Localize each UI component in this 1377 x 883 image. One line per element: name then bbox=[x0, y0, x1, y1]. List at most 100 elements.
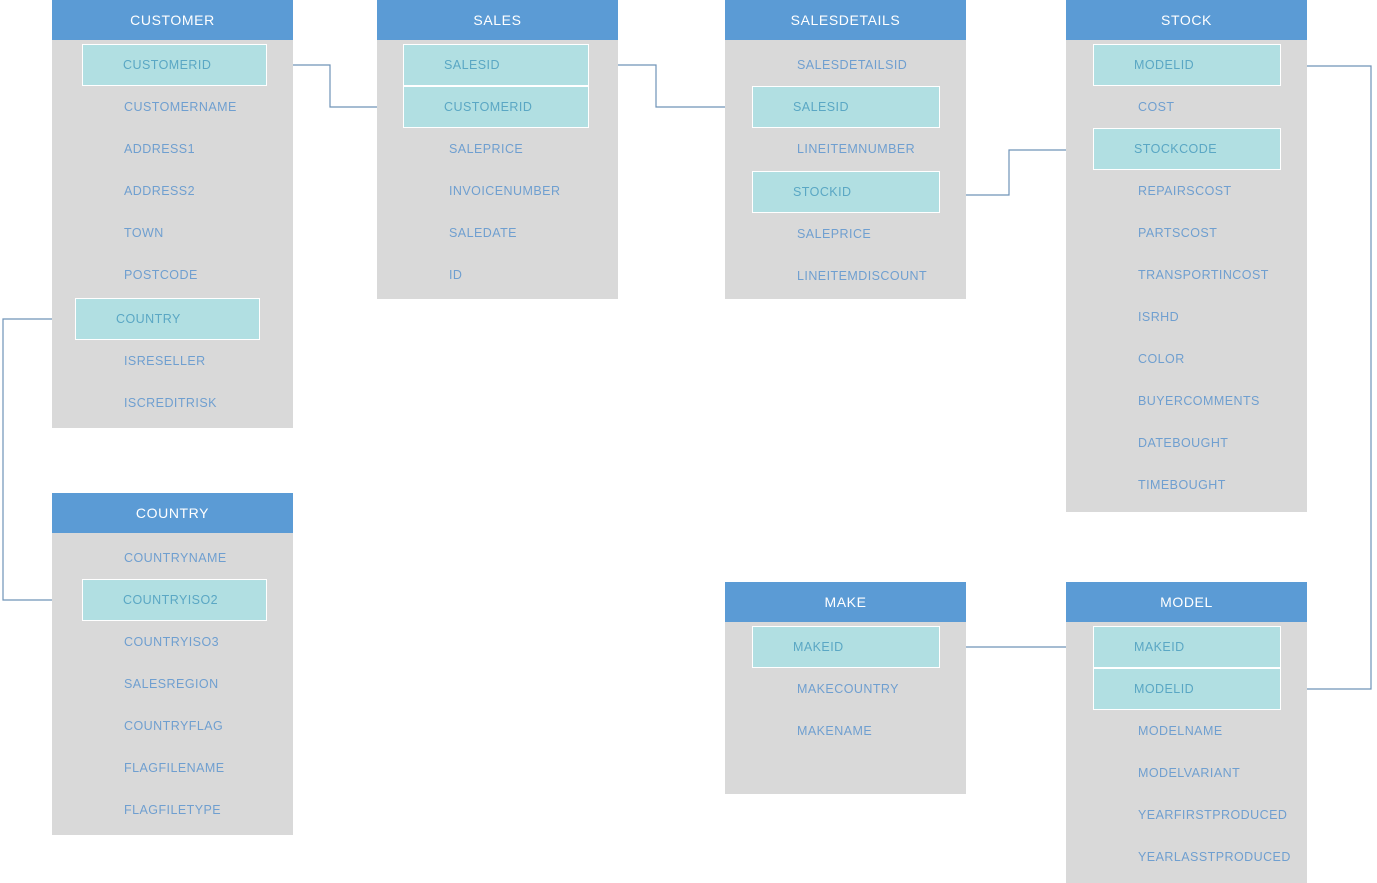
field-row[interactable]: YEARLASSTPRODUCED bbox=[1066, 836, 1307, 878]
field-row[interactable]: SALEPRICE bbox=[377, 128, 618, 170]
field-label: TRANSPORTINCOST bbox=[1138, 268, 1269, 282]
field-row[interactable]: COST bbox=[1066, 86, 1307, 128]
field-row[interactable]: SALESREGION bbox=[52, 663, 293, 705]
field-row[interactable]: TRANSPORTINCOST bbox=[1066, 254, 1307, 296]
field-row[interactable]: MODELNAME bbox=[1066, 710, 1307, 752]
field-label: PARTSCOST bbox=[1138, 226, 1218, 240]
field-row[interactable]: TOWN bbox=[52, 212, 293, 254]
entity-table-salesdetails[interactable]: SALESDETAILS SALESDETAILSID SALESID LINEITE… bbox=[725, 0, 966, 299]
key-field-row[interactable]: CUSTOMERID bbox=[403, 86, 589, 128]
field-row[interactable]: BUYERCOMMENTS bbox=[1066, 380, 1307, 422]
field-row[interactable]: ISRESELLER bbox=[52, 340, 293, 382]
field-row[interactable]: COLOR bbox=[1066, 338, 1307, 380]
field-label: ISCREDITRISK bbox=[124, 396, 217, 410]
field-label: SALEDATE bbox=[449, 226, 517, 240]
field-label: COST bbox=[1138, 100, 1175, 114]
key-field-row[interactable]: MODELID bbox=[1093, 44, 1281, 86]
entity-title: SALES bbox=[473, 12, 522, 28]
key-field-row[interactable]: MAKEID bbox=[1093, 626, 1281, 668]
key-field-row[interactable]: STOCKCODE bbox=[1093, 128, 1281, 170]
entity-body-salesdetails: SALESDETAILSID SALESID LINEITEMNUMBER STOCK… bbox=[725, 40, 966, 299]
field-label: SALEPRICE bbox=[797, 227, 872, 241]
field-label: TIMEBOUGHT bbox=[1138, 478, 1226, 492]
entity-header-salesdetails: SALESDETAILS bbox=[725, 0, 966, 40]
field-label: CUSTOMERID bbox=[444, 100, 533, 114]
field-label: COLOR bbox=[1138, 352, 1185, 366]
field-label: CUSTOMERNAME bbox=[124, 100, 237, 114]
key-field-row[interactable]: STOCKID bbox=[752, 171, 940, 213]
field-row[interactable]: SALESDETAILSID bbox=[725, 44, 966, 86]
field-row[interactable]: MODELVARIANT bbox=[1066, 752, 1307, 794]
field-row[interactable]: SALEPRICE bbox=[725, 213, 966, 255]
key-field-row[interactable]: SALESID bbox=[403, 44, 589, 86]
field-row[interactable]: ID bbox=[377, 254, 618, 296]
field-row[interactable]: INVOICENUMBER bbox=[377, 170, 618, 212]
entity-header-country: COUNTRY bbox=[52, 493, 293, 533]
field-label: COUNTRYISO2 bbox=[123, 593, 219, 607]
entity-title: SALESDETAILS bbox=[790, 12, 901, 28]
field-label: YEARFIRSTPRODUCED bbox=[1138, 808, 1288, 822]
field-label: MAKECOUNTRY bbox=[797, 682, 899, 696]
field-label: DATEBOUGHT bbox=[1138, 436, 1229, 450]
key-field-row[interactable]: MODELID bbox=[1093, 668, 1281, 710]
field-row[interactable]: ADDRESS1 bbox=[52, 128, 293, 170]
field-row[interactable]: PARTSCOST bbox=[1066, 212, 1307, 254]
entity-header-customer: CUSTOMER bbox=[52, 0, 293, 40]
field-label: SALESDETAILSID bbox=[797, 58, 908, 72]
key-field-row[interactable]: COUNTRYISO2 bbox=[82, 579, 267, 621]
field-row[interactable]: TIMEBOUGHT bbox=[1066, 464, 1307, 506]
field-row[interactable]: COUNTRYISO3 bbox=[52, 621, 293, 663]
field-label: ADDRESS2 bbox=[124, 184, 195, 198]
field-label: SALESREGION bbox=[124, 677, 219, 691]
entity-header-sales: SALES bbox=[377, 0, 618, 40]
field-row[interactable]: COUNTRYFLAG bbox=[52, 705, 293, 747]
field-label: REPAIRSCOST bbox=[1138, 184, 1232, 198]
field-row[interactable]: LINEITEMNUMBER bbox=[725, 128, 966, 170]
field-label: MODELVARIANT bbox=[1138, 766, 1241, 780]
field-row[interactable]: REPAIRSCOST bbox=[1066, 170, 1307, 212]
entity-table-make[interactable]: MAKE MAKEID MAKECOUNTRY MAKENAME bbox=[725, 582, 966, 794]
entity-title: COUNTRY bbox=[135, 505, 210, 521]
field-row[interactable]: MAKENAME bbox=[725, 710, 966, 752]
entity-header-model: MODEL bbox=[1066, 582, 1307, 622]
field-label: MODELNAME bbox=[1138, 724, 1223, 738]
field-row[interactable]: FLAGFILETYPE bbox=[52, 789, 293, 831]
field-row[interactable]: POSTCODE bbox=[52, 254, 293, 296]
field-row[interactable]: YEARFIRSTPRODUCED bbox=[1066, 794, 1307, 836]
field-label: TOWN bbox=[124, 226, 164, 240]
field-row[interactable]: ADDRESS2 bbox=[52, 170, 293, 212]
field-label: LINEITEMNUMBER bbox=[797, 142, 916, 156]
field-label: POSTCODE bbox=[124, 268, 198, 282]
field-label: COUNTRY bbox=[116, 312, 181, 326]
field-row[interactable]: MAKECOUNTRY bbox=[725, 668, 966, 710]
field-row[interactable]: SALEDATE bbox=[377, 212, 618, 254]
field-row[interactable]: DATEBOUGHT bbox=[1066, 422, 1307, 464]
field-row[interactable]: COUNTRYNAME bbox=[52, 537, 293, 579]
field-label: SALESID bbox=[793, 100, 849, 114]
field-row[interactable]: FLAGFILENAME bbox=[52, 747, 293, 789]
key-field-row[interactable]: COUNTRY bbox=[75, 298, 260, 340]
entity-body-make: MAKEID MAKECOUNTRY MAKENAME bbox=[725, 622, 966, 794]
key-field-row[interactable]: CUSTOMERID bbox=[82, 44, 267, 86]
key-field-row[interactable]: MAKEID bbox=[752, 626, 940, 668]
field-row[interactable]: CUSTOMERNAME bbox=[52, 86, 293, 128]
field-label: STOCKCODE bbox=[1134, 142, 1217, 156]
entity-header-make: MAKE bbox=[725, 582, 966, 622]
field-label: STOCKID bbox=[793, 185, 852, 199]
field-label: MAKEID bbox=[793, 640, 844, 654]
field-label: MAKENAME bbox=[797, 724, 873, 738]
key-field-row[interactable]: SALESID bbox=[752, 86, 940, 128]
entity-title: CUSTOMER bbox=[130, 12, 215, 28]
field-row[interactable]: ISRHD bbox=[1066, 296, 1307, 338]
field-row[interactable]: ISCREDITRISK bbox=[52, 382, 293, 424]
entity-title: MODEL bbox=[1160, 594, 1213, 610]
field-row[interactable]: LINEITEMDISCOUNT bbox=[725, 255, 966, 297]
